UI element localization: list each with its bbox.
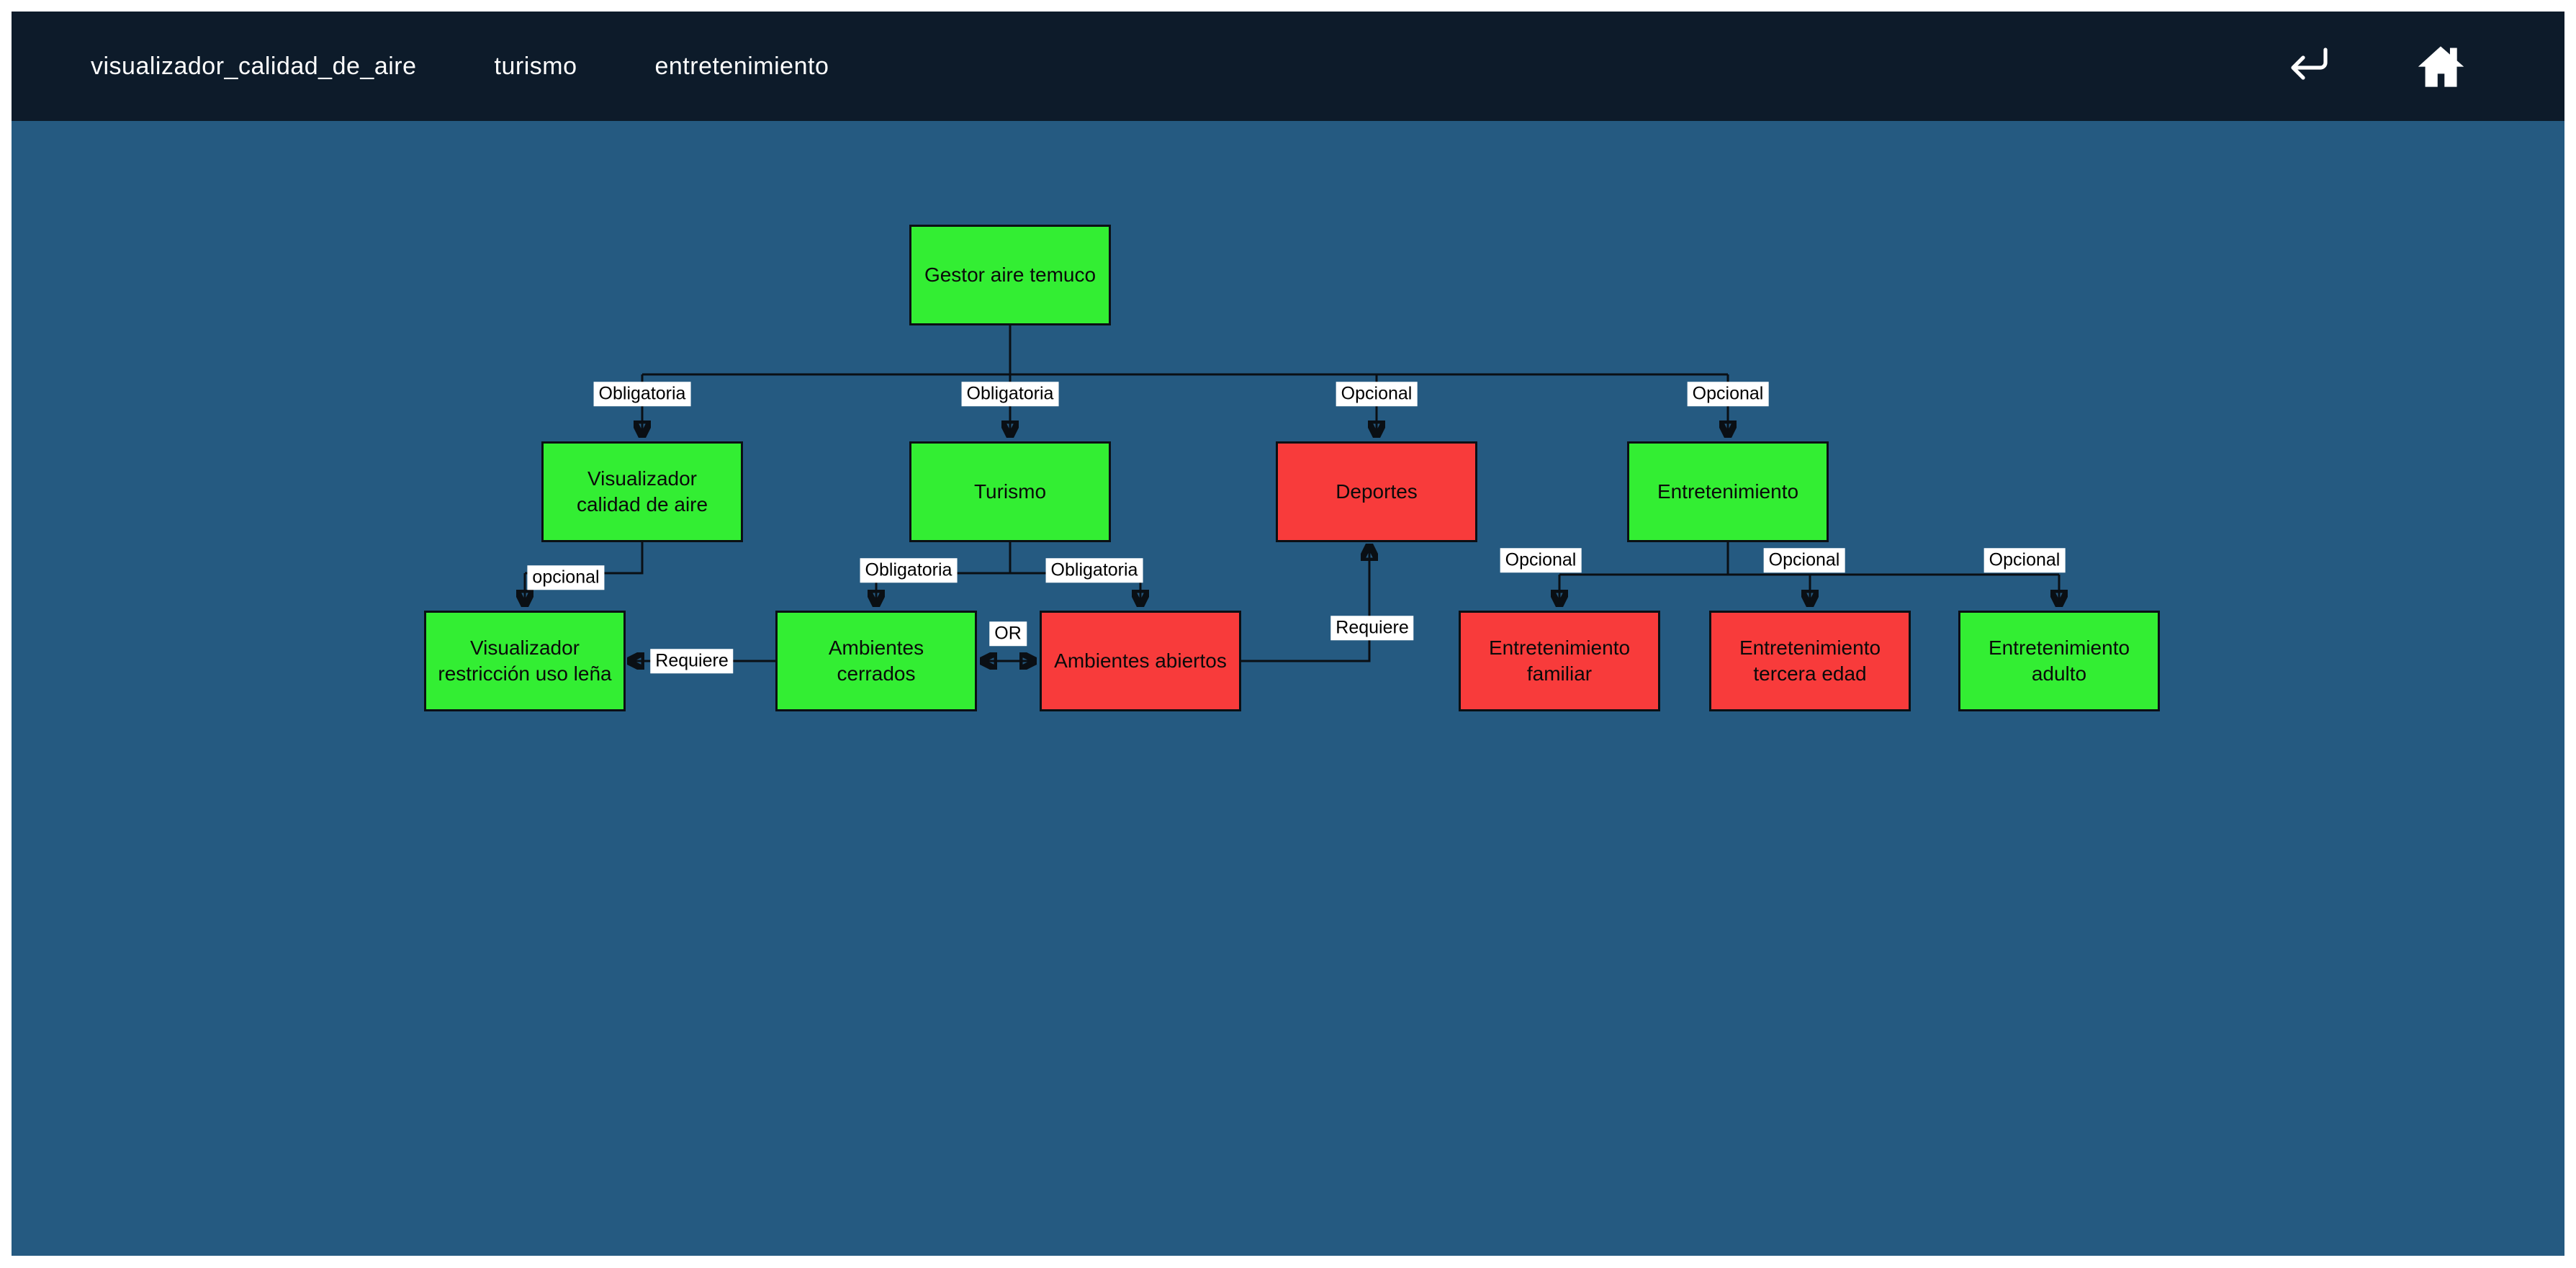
edge-label-opcional-familiar: Opcional [1500,548,1582,572]
node-label: Visualizador calidad de aire [576,467,708,516]
node-visualizador-calidad-de-aire[interactable]: Visualizador calidad de aire [541,441,743,542]
home-icon-glyph [2418,46,2464,87]
home-icon[interactable] [2412,41,2469,91]
node-label: Deportes [1336,480,1418,503]
edge-label-opcional-adulto: Opcional [1983,548,2066,572]
nav-item-visualizador-calidad-de-aire[interactable]: visualizador_calidad_de_aire [91,52,417,80]
node-ambientes-abiertos[interactable]: Ambientes abiertos [1040,611,1241,711]
nav-item-turismo[interactable]: turismo [494,52,577,80]
edge-label-obligatoria-abiertos: Obligatoria [1045,558,1143,583]
navbar: visualizador_calidad_de_aire turismo ent… [12,12,2564,121]
node-ambientes-cerrados[interactable]: Ambientes cerrados [775,611,977,711]
edge-label-opcional-entretenimiento: Opcional [1687,382,1769,406]
return-icon-glyph [2291,48,2328,80]
diagram-canvas: Gestor aire temuco Visualizador calidad … [12,121,2564,1256]
edge-label-requiere-deportes: Requiere [1330,616,1414,640]
edge-label-opcional-deportes: Opcional [1336,382,1418,406]
node-entretenimiento-familiar[interactable]: Entretenimiento familiar [1459,611,1660,711]
node-label: Entretenimiento [1657,480,1799,503]
node-entretenimiento-tercera-edad[interactable]: Entretenimiento tercera edad [1709,611,1911,711]
nav-item-entretenimiento[interactable]: entretenimiento [654,52,829,80]
edge-label-obligatoria-turismo: Obligatoria [961,382,1059,406]
node-deportes[interactable]: Deportes [1276,441,1477,542]
node-label: Entretenimiento adulto [1988,636,2130,685]
app-frame: visualizador_calidad_de_aire turismo ent… [12,12,2564,1256]
diagram-connectors [12,325,2564,1256]
nav-items: visualizador_calidad_de_aire turismo ent… [12,53,829,81]
node-entretenimiento-adulto[interactable]: Entretenimiento adulto [1958,611,2160,711]
node-label: Ambientes cerrados [828,636,924,685]
nav-icons [2279,41,2564,91]
node-label: Entretenimiento familiar [1488,636,1631,685]
node-visualizador-restriccion-uso-lena[interactable]: Visualizador restricción uso leña [424,611,626,711]
node-label: Entretenimiento tercera edad [1739,636,1881,685]
edge-label-opcional-tercera: Opcional [1763,548,1845,572]
node-label: Gestor aire temuco [924,263,1096,286]
node-label: Turismo [973,480,1047,503]
edge-label-obligatoria-cerrados: Obligatoria [860,558,958,583]
node-label: Visualizador restricción uso leña [438,636,612,685]
edge-abiertos-requiere-deportes [1241,546,1369,662]
return-icon[interactable] [2279,41,2337,91]
edge-label-obligatoria-vca: Obligatoria [593,382,691,406]
node-entretenimiento[interactable]: Entretenimiento [1627,441,1829,542]
node-label: Ambientes abiertos [1054,649,1227,672]
edge-label-requiere-restriccion: Requiere [650,649,734,673]
node-gestor-aire-temuco[interactable]: Gestor aire temuco [909,225,1111,325]
edge-label-or: OR [989,621,1027,646]
node-turismo[interactable]: Turismo [909,441,1111,542]
edge-label-opcional-restriccion: opcional [527,565,605,590]
